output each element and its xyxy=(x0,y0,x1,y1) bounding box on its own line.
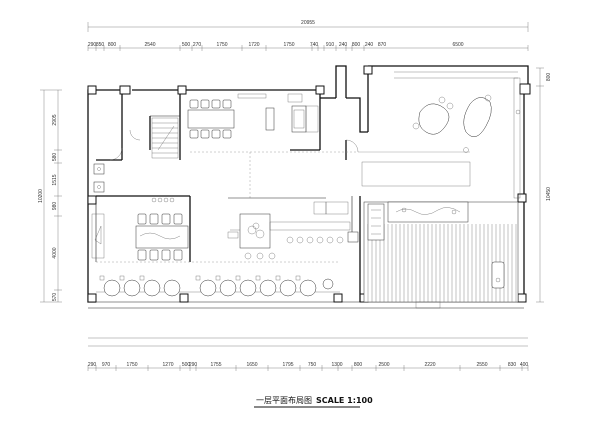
top-overall-dimension: 20955 xyxy=(87,20,529,32)
top-dim-3: 800 xyxy=(108,42,117,48)
bottom-dim-9: 1795 xyxy=(282,362,293,368)
top-total-label: 20955 xyxy=(301,20,315,26)
bottom-dim-17: 400 xyxy=(520,362,529,368)
top-dim-7: 1750 xyxy=(216,42,227,48)
bottom-dim-14: 2220 xyxy=(424,362,435,368)
left-dim-3: 1515 xyxy=(52,174,58,185)
bottom-dim-16: 830 xyxy=(508,362,517,368)
main-dining-table xyxy=(91,197,189,261)
bottom-dim-10: 750 xyxy=(308,362,317,368)
top-dim-2: 850 xyxy=(96,42,105,48)
booth-seating-row xyxy=(96,275,340,297)
top-segment-dimensions: 290 850 800 2540 500 270 1750 1720 1750 … xyxy=(87,42,529,51)
restroom-fixtures xyxy=(93,129,141,193)
top-dim-5: 500 xyxy=(182,42,191,48)
title-block: 一层平面布局图 SCALE 1:100 xyxy=(254,395,373,408)
top-dim-11: 910 xyxy=(326,42,335,48)
bottom-dim-1: 290 xyxy=(88,362,97,368)
bottom-dim-5: 500 xyxy=(182,362,191,368)
bottom-dim-8: 1650 xyxy=(246,362,257,368)
top-dim-13: 800 xyxy=(352,42,361,48)
top-dim-15: 870 xyxy=(378,42,387,48)
bottom-dim-11: 1300 xyxy=(331,362,342,368)
top-dim-6: 270 xyxy=(193,42,202,48)
bottom-dim-15: 2550 xyxy=(476,362,487,368)
bottom-dim-7: 1755 xyxy=(210,362,221,368)
left-dim-1: 2905 xyxy=(52,114,58,125)
top-dim-14: 240 xyxy=(365,42,374,48)
staircase xyxy=(151,117,179,159)
building-walls xyxy=(87,65,531,309)
left-dimensions: 2905 580 1515 980 4000 570 10200 xyxy=(38,89,62,303)
top-dim-16: 6500 xyxy=(452,42,463,48)
bottom-dim-6: 290 xyxy=(189,362,198,368)
bottom-segment-dimensions: 290 970 1750 1270 500 290 1755 1650 1795… xyxy=(87,337,529,371)
drawing-scale: SCALE 1:100 xyxy=(316,396,373,405)
bottom-dim-12: 800 xyxy=(354,362,363,368)
zone-dashed-lines xyxy=(96,151,471,263)
top-dim-8: 1720 xyxy=(248,42,259,48)
bottom-dim-2: 970 xyxy=(102,362,111,368)
top-dim-12: 240 xyxy=(339,42,348,48)
left-dim-5: 4000 xyxy=(52,247,58,258)
left-dim-6: 570 xyxy=(52,293,58,302)
right-dim-1: 800 xyxy=(546,73,552,82)
lounge-area xyxy=(345,71,521,199)
private-dining-top xyxy=(187,93,319,139)
bottom-dim-13: 2500 xyxy=(378,362,389,368)
top-dim-4: 2540 xyxy=(144,42,155,48)
left-total-label: 10200 xyxy=(38,189,44,203)
wood-deck-terrace xyxy=(363,201,519,309)
bottom-dim-3: 1750 xyxy=(126,362,137,368)
bar-counter xyxy=(227,197,359,260)
left-dim-2: 580 xyxy=(52,153,58,162)
bottom-dim-4: 1270 xyxy=(162,362,173,368)
drawing-title: 一层平面布局图 xyxy=(256,395,312,405)
top-dim-10: 740 xyxy=(310,42,319,48)
left-dim-4: 980 xyxy=(52,202,58,211)
right-dim-2: 10450 xyxy=(546,187,552,201)
top-dim-1: 290 xyxy=(88,42,97,48)
top-dim-9: 1750 xyxy=(283,42,294,48)
right-dimensions: 800 10450 xyxy=(536,67,552,303)
